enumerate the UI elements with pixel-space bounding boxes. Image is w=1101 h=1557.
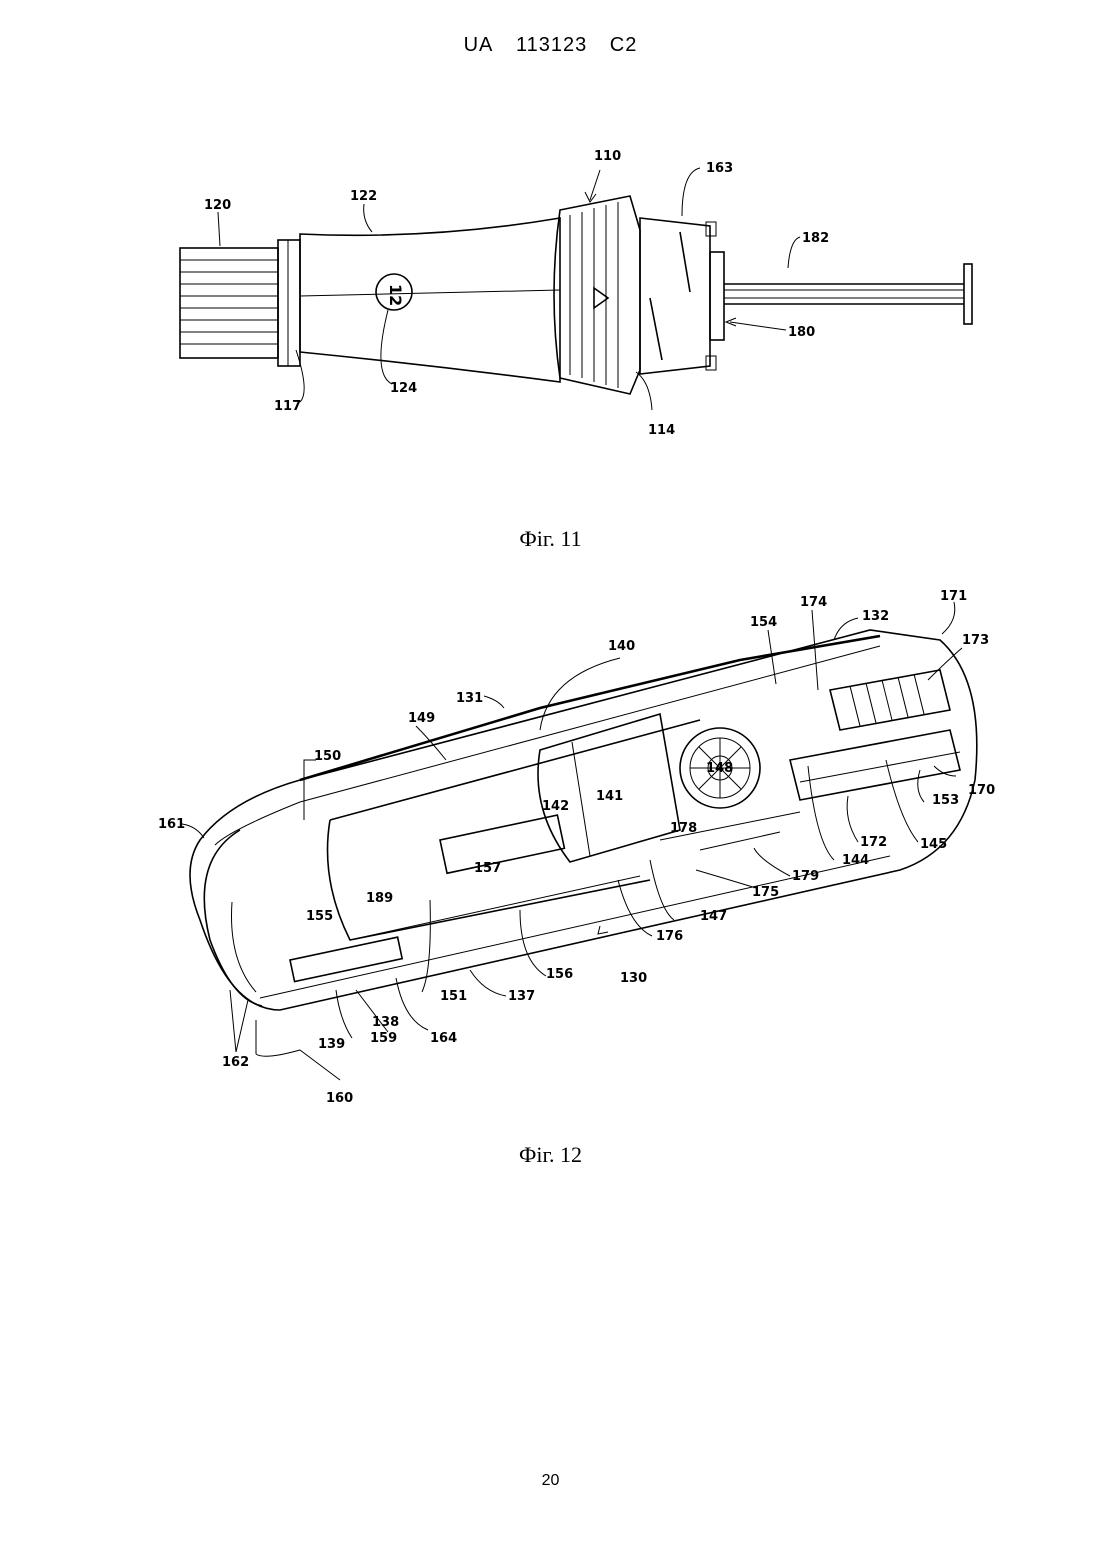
label-161: 161 xyxy=(158,817,185,832)
label-157: 157 xyxy=(474,861,501,876)
label-162: 162 xyxy=(222,1055,249,1070)
dial-110 xyxy=(554,196,640,394)
label-110: 110 xyxy=(594,149,621,164)
label-173: 173 xyxy=(962,633,989,648)
label-160: 160 xyxy=(326,1091,353,1106)
label-156: 156 xyxy=(546,967,573,982)
figure-11-leaders xyxy=(218,168,800,410)
label-124: 124 xyxy=(390,381,417,396)
housing-114 xyxy=(640,218,724,374)
label-148: 148 xyxy=(706,761,733,776)
label-170: 170 xyxy=(968,783,995,798)
label-131: 131 xyxy=(456,691,483,706)
label-141: 141 xyxy=(596,789,623,804)
figure-12-caption: Фіг. 12 xyxy=(0,1142,1101,1168)
device-outer-shell xyxy=(190,630,977,1010)
label-130: 130 xyxy=(620,971,647,986)
figure-11-labels: 110 120 122 163 182 180 124 117 114 12 xyxy=(204,149,829,438)
label-150: 150 xyxy=(314,749,341,764)
figure-12-labels: 174 132 171 154 173 140 131 149 148 150 … xyxy=(158,589,995,1106)
label-180: 180 xyxy=(788,325,815,340)
label-117: 117 xyxy=(274,399,301,414)
figure-11-drawing: 110 120 122 163 182 180 124 117 114 12 xyxy=(0,120,1101,590)
drive-block-141 xyxy=(538,714,680,862)
label-174: 174 xyxy=(800,595,827,610)
label-149: 149 xyxy=(408,711,435,726)
label-137: 137 xyxy=(508,989,535,1004)
header-kind: C2 xyxy=(610,34,638,56)
label-155: 155 xyxy=(306,909,333,924)
figure-12-leaders xyxy=(182,602,962,1052)
label-139: 139 xyxy=(318,1037,345,1052)
document-header: UA 113123 C2 xyxy=(0,34,1101,57)
label-164: 164 xyxy=(430,1031,457,1046)
label-142: 142 xyxy=(542,799,569,814)
label-172: 172 xyxy=(860,835,887,850)
label-114: 114 xyxy=(648,423,675,438)
label-145: 145 xyxy=(920,837,947,852)
label-153: 153 xyxy=(932,793,959,808)
label-147: 147 xyxy=(700,909,727,924)
figure-11-caption: Фіг. 11 xyxy=(0,526,1101,552)
dial-number-12: 12 xyxy=(386,284,405,306)
label-122: 122 xyxy=(350,189,377,204)
label-138: 138 xyxy=(372,1015,399,1030)
label-189: 189 xyxy=(366,891,393,906)
label-178: 178 xyxy=(670,821,697,836)
label-163: 163 xyxy=(706,161,733,176)
label-144: 144 xyxy=(842,853,869,868)
label-132: 132 xyxy=(862,609,889,624)
inner-barrel xyxy=(328,720,701,940)
figure-12-drawing: 174 132 171 154 173 140 131 149 148 150 … xyxy=(0,580,1101,1140)
end-cap-161 xyxy=(204,830,262,1006)
label-171: 171 xyxy=(940,589,967,604)
label-179: 179 xyxy=(792,869,819,884)
label-182: 182 xyxy=(802,231,829,246)
label-154: 154 xyxy=(750,615,777,630)
label-120: 120 xyxy=(204,198,231,213)
rear-latch-160 xyxy=(256,937,402,1080)
plunger-182 xyxy=(724,264,972,324)
knob-120 xyxy=(180,240,300,366)
header-number: 113123 xyxy=(516,34,587,56)
body-122 xyxy=(300,218,560,382)
label-176: 176 xyxy=(656,929,683,944)
label-151: 151 xyxy=(440,989,467,1004)
label-175: 175 xyxy=(752,885,779,900)
spring-and-drum xyxy=(660,670,960,850)
label-140: 140 xyxy=(608,639,635,654)
page-number: 20 xyxy=(0,1472,1101,1490)
label-159: 159 xyxy=(370,1031,397,1046)
header-country: UA xyxy=(464,34,494,56)
